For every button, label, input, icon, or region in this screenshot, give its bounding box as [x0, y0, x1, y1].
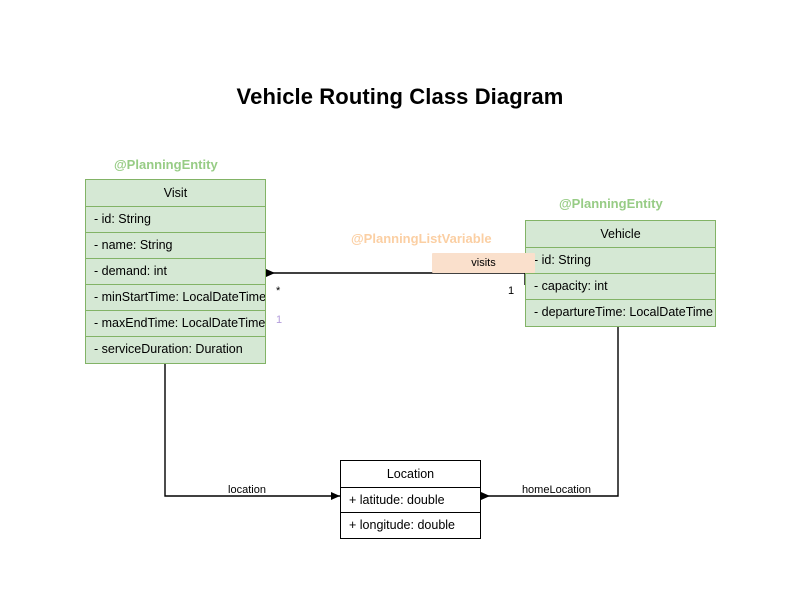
class-attribute: - serviceDuration: Duration [94, 342, 243, 356]
multiplicity-vehicle-side: 1 [508, 285, 515, 297]
class-attribute: - id: String [86, 207, 265, 233]
page-title: Vehicle Routing Class Diagram [236, 84, 564, 109]
class-box-visit[interactable]: Visit - id: String - name: String - dema… [85, 179, 266, 364]
stereotype-visit: @PlanningEntity [114, 157, 218, 172]
class-attribute: - id: String [526, 248, 715, 274]
class-box-vehicle[interactable]: Vehicle - id: String - capacity: int - d… [525, 220, 716, 327]
stereotype-vehicle: @PlanningEntity [559, 196, 663, 211]
class-attribute: - minStartTime: LocalDateTime [86, 285, 265, 311]
association-home-location [481, 322, 619, 500]
multiplicity-extra: 1 [276, 314, 283, 326]
class-attribute: - capacity: int [526, 274, 715, 300]
class-attribute: - maxEndTime: LocalDateTime [86, 311, 265, 337]
class-attribute: - demand: int [86, 259, 265, 285]
class-attribute: + latitude: double [341, 488, 480, 513]
class-box-location[interactable]: Location + latitude: double + longitude:… [340, 460, 481, 539]
multiplicity-visit-side: * [276, 285, 281, 297]
association-visits [266, 269, 526, 285]
association-label-visits: visits [432, 253, 535, 273]
class-name-vehicle: Vehicle [526, 221, 715, 248]
class-attribute: - name: String [86, 233, 265, 259]
stereotype-planning-list-variable: @PlanningListVariable [351, 231, 492, 246]
class-attribute: + longitude: double [349, 518, 455, 532]
association-label-home-location: homeLocation [521, 484, 592, 496]
class-name-location: Location [341, 461, 480, 488]
class-name-visit: Visit [86, 180, 265, 207]
association-label-location: location [228, 484, 266, 496]
association-location [164, 362, 340, 500]
class-attribute: - departureTime: LocalDateTime [534, 305, 714, 319]
